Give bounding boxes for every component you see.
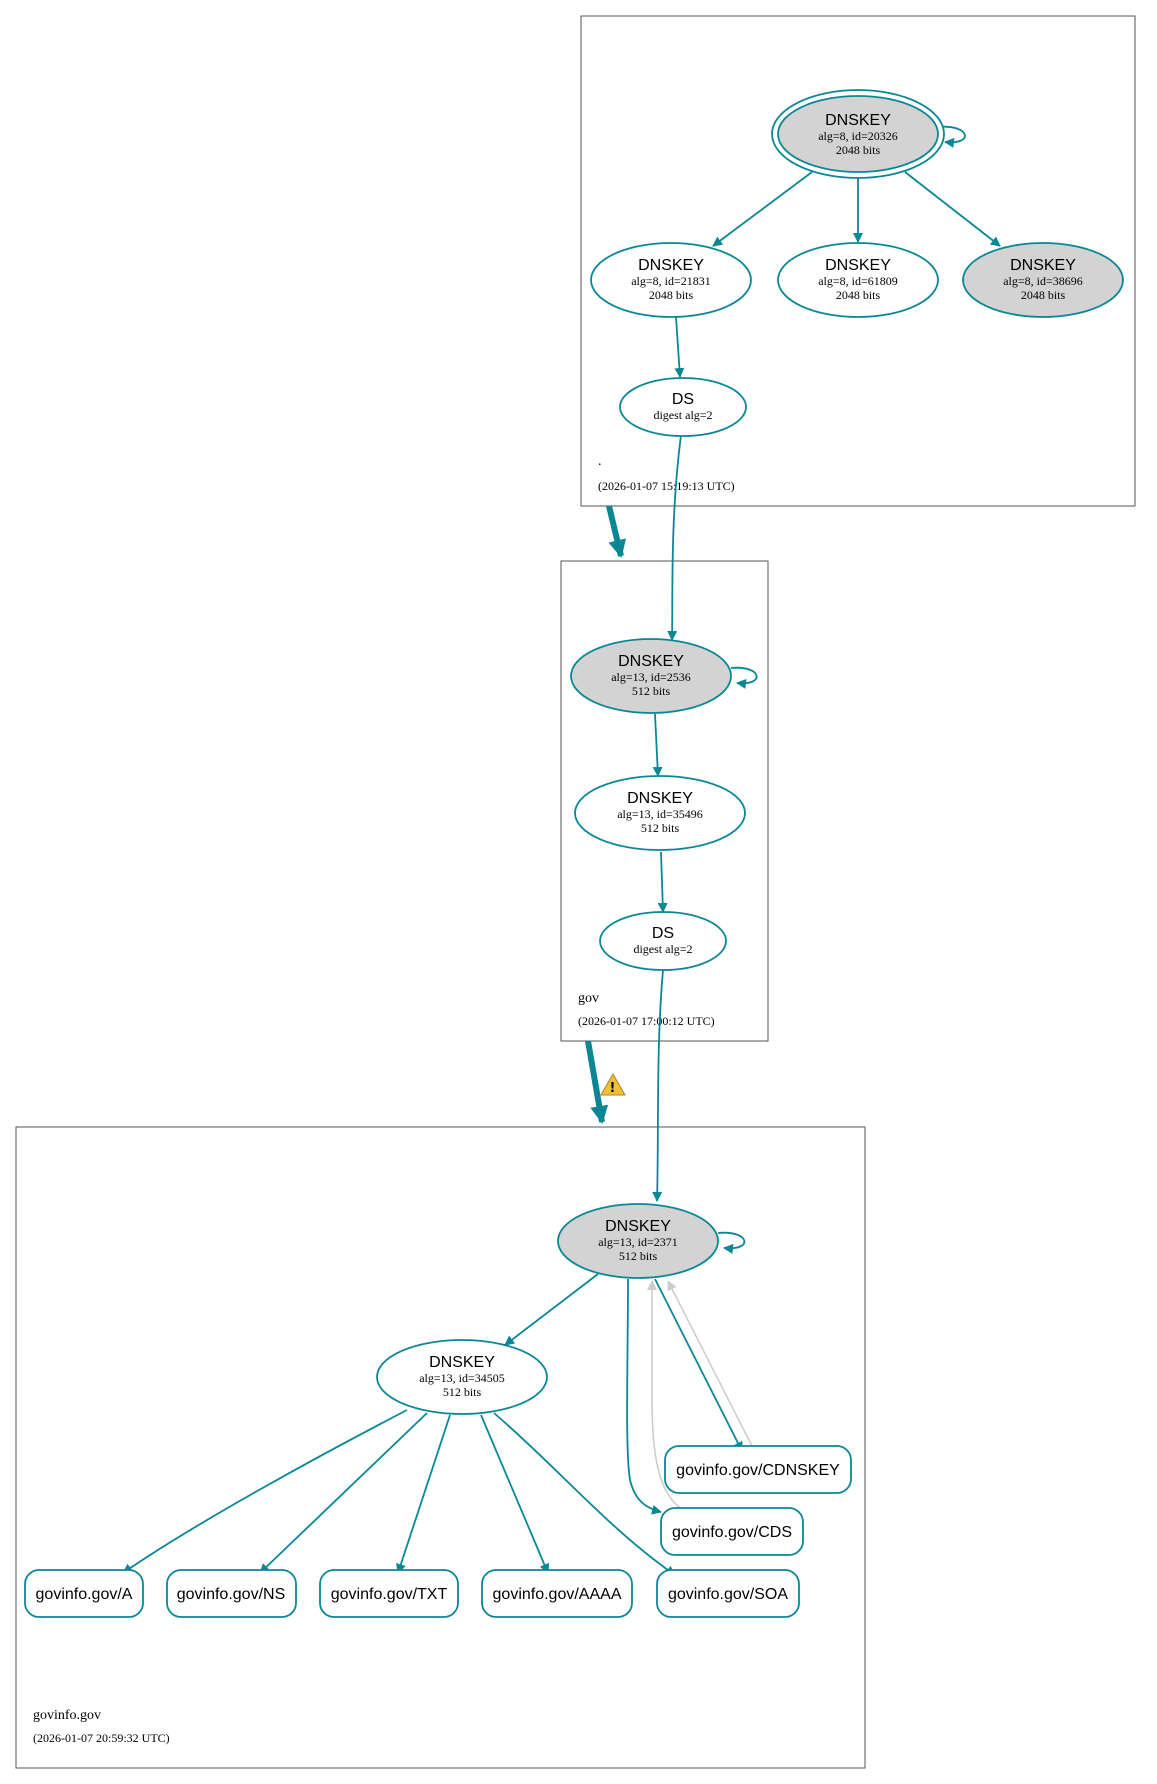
node-root-zsk2[interactable]: DNSKEY alg=8, id=61809 2048 bits [777, 242, 939, 318]
node-root-zsk1[interactable]: DNSKEY alg=8, id=21831 2048 bits [590, 242, 752, 318]
edge-gov-ds-govinfo-ksk [652, 969, 664, 1202]
edge-gov-ksk-self [730, 666, 758, 689]
zone-gov-name: gov [578, 991, 599, 1006]
node-root-key3-title: DNSKEY [1010, 257, 1076, 274]
rr-txt-label: govinfo.gov/TXT [331, 1586, 448, 1603]
edge-gi-zsk-ns [259, 1412, 428, 1574]
edge-gi-ksk-cds [626, 1278, 662, 1515]
node-root-ksk-line1: alg=8, id=20326 [818, 129, 898, 143]
node-gov-ksk-line1: alg=13, id=2536 [611, 670, 691, 684]
node-root-ds-title: DS [672, 391, 694, 408]
node-root-ksk[interactable]: DNSKEY alg=8, id=20326 2048 bits [771, 89, 945, 179]
svg-text:!: ! [610, 1081, 616, 1096]
delegation-arrow-gov-govinfo [585, 1040, 609, 1124]
rr-a[interactable]: govinfo.gov/A [24, 1569, 144, 1618]
node-gov-zsk-title: DNSKEY [627, 790, 693, 807]
edge-gi-zsk-a [122, 1409, 408, 1574]
node-root-zsk2-line2: 2048 bits [836, 288, 881, 302]
rr-aaaa-label: govinfo.gov/AAAA [493, 1586, 622, 1603]
node-gov-ds[interactable]: DS digest alg=2 [599, 911, 727, 971]
rr-soa-label: govinfo.gov/SOA [668, 1586, 788, 1603]
rr-cds-label: govinfo.gov/CDS [672, 1524, 792, 1541]
node-root-zsk1-line1: alg=8, id=21831 [631, 274, 711, 288]
node-gi-ksk[interactable]: DNSKEY alg=13, id=2371 512 bits [557, 1203, 719, 1279]
edge-root-ds-gov-ksk [667, 434, 682, 641]
node-gov-ds-line1: digest alg=2 [633, 942, 692, 956]
node-gov-ksk-line2: 512 bits [632, 684, 671, 698]
node-gov-ksk[interactable]: DNSKEY alg=13, id=2536 512 bits [570, 638, 732, 714]
node-gov-zsk-line1: alg=13, id=35496 [617, 807, 703, 821]
edge-gi-zsk-aaaa [480, 1414, 550, 1574]
warning-triangle-icon[interactable]: ! [600, 1072, 626, 1096]
node-root-zsk2-title: DNSKEY [825, 257, 891, 274]
rr-txt[interactable]: govinfo.gov/TXT [319, 1569, 459, 1618]
edge-gi-zsk-txt [396, 1414, 451, 1574]
edge-gi-cdnskey-ksk [667, 1280, 755, 1451]
rr-a-label: govinfo.gov/A [36, 1586, 133, 1603]
edge-root-ksk-self [937, 125, 966, 148]
node-gi-zsk-line1: alg=13, id=34505 [419, 1371, 505, 1385]
node-gi-zsk[interactable]: DNSKEY alg=13, id=34505 512 bits [376, 1339, 548, 1415]
node-root-zsk2-line1: alg=8, id=61809 [818, 274, 898, 288]
rr-ns-label: govinfo.gov/NS [177, 1586, 286, 1603]
node-root-key3[interactable]: DNSKEY alg=8, id=38696 2048 bits [962, 242, 1124, 318]
node-root-ksk-title: DNSKEY [825, 112, 891, 129]
edge-root-ksk-zsk1 [712, 171, 813, 247]
zone-govinfo-timestamp: (2026-01-07 20:59:32 UTC) [33, 1731, 170, 1745]
edge-gov-ksk-zsk [652, 713, 663, 777]
zone-root-name: . [598, 454, 602, 469]
node-root-key3-line1: alg=8, id=38696 [1003, 274, 1083, 288]
node-root-ds[interactable]: DS digest alg=2 [619, 377, 747, 437]
node-gi-ksk-line2: 512 bits [619, 1249, 658, 1263]
edge-gi-cds-ksk [647, 1280, 684, 1511]
zone-gov-timestamp: (2026-01-07 17:00:12 UTC) [578, 1014, 715, 1028]
delegation-arrow-root-gov [606, 505, 627, 558]
edge-gi-zsk-soa [493, 1412, 676, 1576]
edge-root-ksk-key3 [904, 171, 1001, 247]
node-gi-ksk-title: DNSKEY [605, 1218, 671, 1235]
rr-cdnskey-label: govinfo.gov/CDNSKEY [676, 1462, 840, 1479]
rr-aaaa[interactable]: govinfo.gov/AAAA [481, 1569, 633, 1618]
node-gi-zsk-title: DNSKEY [429, 1354, 495, 1371]
node-gov-ds-title: DS [652, 925, 674, 942]
rr-ns[interactable]: govinfo.gov/NS [166, 1569, 297, 1618]
node-gov-zsk[interactable]: DNSKEY alg=13, id=35496 512 bits [574, 775, 746, 851]
rr-cds[interactable]: govinfo.gov/CDS [660, 1507, 804, 1556]
node-gov-ksk-title: DNSKEY [618, 653, 684, 670]
node-gi-ksk-line1: alg=13, id=2371 [598, 1235, 678, 1249]
edge-gi-ksk-zsk [504, 1273, 599, 1346]
edge-gi-ksk-cdnskey [654, 1278, 743, 1452]
rr-cdnskey[interactable]: govinfo.gov/CDNSKEY [664, 1445, 852, 1494]
rr-soa[interactable]: govinfo.gov/SOA [656, 1569, 800, 1618]
node-root-zsk1-title: DNSKEY [638, 257, 704, 274]
edge-root-zsk1-ds [674, 316, 685, 378]
node-gov-zsk-line2: 512 bits [641, 821, 680, 835]
zone-root-timestamp: (2026-01-07 15:19:13 UTC) [598, 479, 735, 493]
edge-gi-ksk-self [717, 1231, 746, 1254]
node-root-key3-line2: 2048 bits [1021, 288, 1066, 302]
node-root-ksk-line2: 2048 bits [836, 143, 881, 157]
node-gi-zsk-line2: 512 bits [443, 1385, 482, 1399]
node-root-zsk1-line2: 2048 bits [649, 288, 694, 302]
zone-govinfo-name: govinfo.gov [33, 1708, 101, 1723]
node-root-ds-line1: digest alg=2 [653, 408, 712, 422]
edge-gov-zsk-ds [657, 851, 668, 913]
